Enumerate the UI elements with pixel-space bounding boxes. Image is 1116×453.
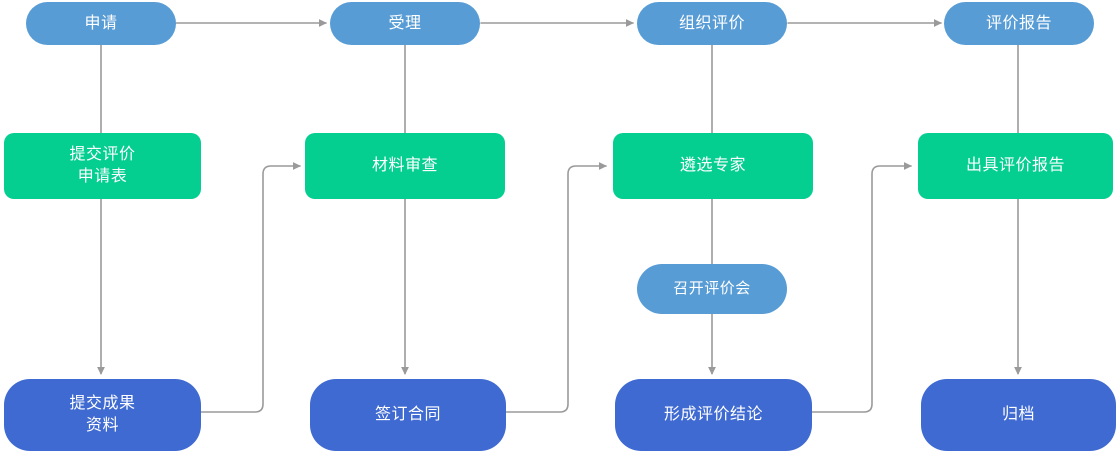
- node-stage-organize-evaluation[interactable]: 组织评价: [637, 2, 787, 45]
- link-output1-action2: [200, 162, 301, 413]
- link-output3-action4: [811, 162, 912, 413]
- node-action-select-experts[interactable]: 遴选专家: [613, 133, 813, 199]
- node-action-submit-application-form[interactable]: 提交评价 申请表: [4, 133, 201, 199]
- node-stage-application[interactable]: 申请: [26, 2, 176, 45]
- node-action-material-review[interactable]: 材料审查: [305, 133, 505, 199]
- node-stage-evaluation-report[interactable]: 评价报告: [944, 2, 1094, 45]
- node-output-archive[interactable]: 归档: [921, 379, 1116, 451]
- link-output2-action3: [505, 162, 607, 413]
- node-output-sign-contract[interactable]: 签订合同: [310, 379, 506, 451]
- node-stage-acceptance[interactable]: 受理: [330, 2, 480, 45]
- node-action-issue-evaluation-report[interactable]: 出具评价报告: [918, 133, 1113, 199]
- node-output-form-evaluation-conclusion[interactable]: 形成评价结论: [615, 379, 812, 451]
- node-output-submit-achievement-materials[interactable]: 提交成果 资料: [4, 379, 201, 451]
- node-meeting-hold-evaluation-meeting[interactable]: 召开评价会: [637, 264, 787, 314]
